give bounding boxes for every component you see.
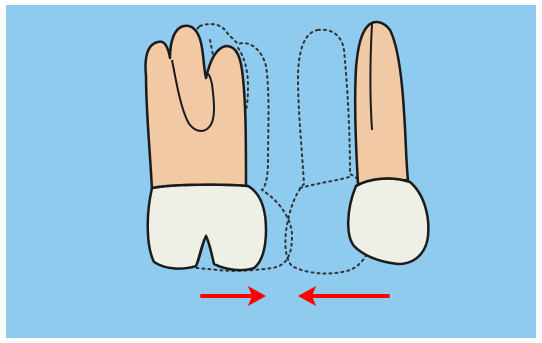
distal-drift-arrow-left [298, 286, 388, 306]
molar-tooth-left [146, 26, 267, 270]
premolar-root [355, 22, 408, 184]
molar-crown [148, 185, 266, 270]
premolar-tooth-right [348, 22, 428, 264]
premolar-crown [348, 179, 428, 264]
molar-root [146, 26, 247, 190]
mesial-drift-arrow-right [202, 286, 266, 306]
